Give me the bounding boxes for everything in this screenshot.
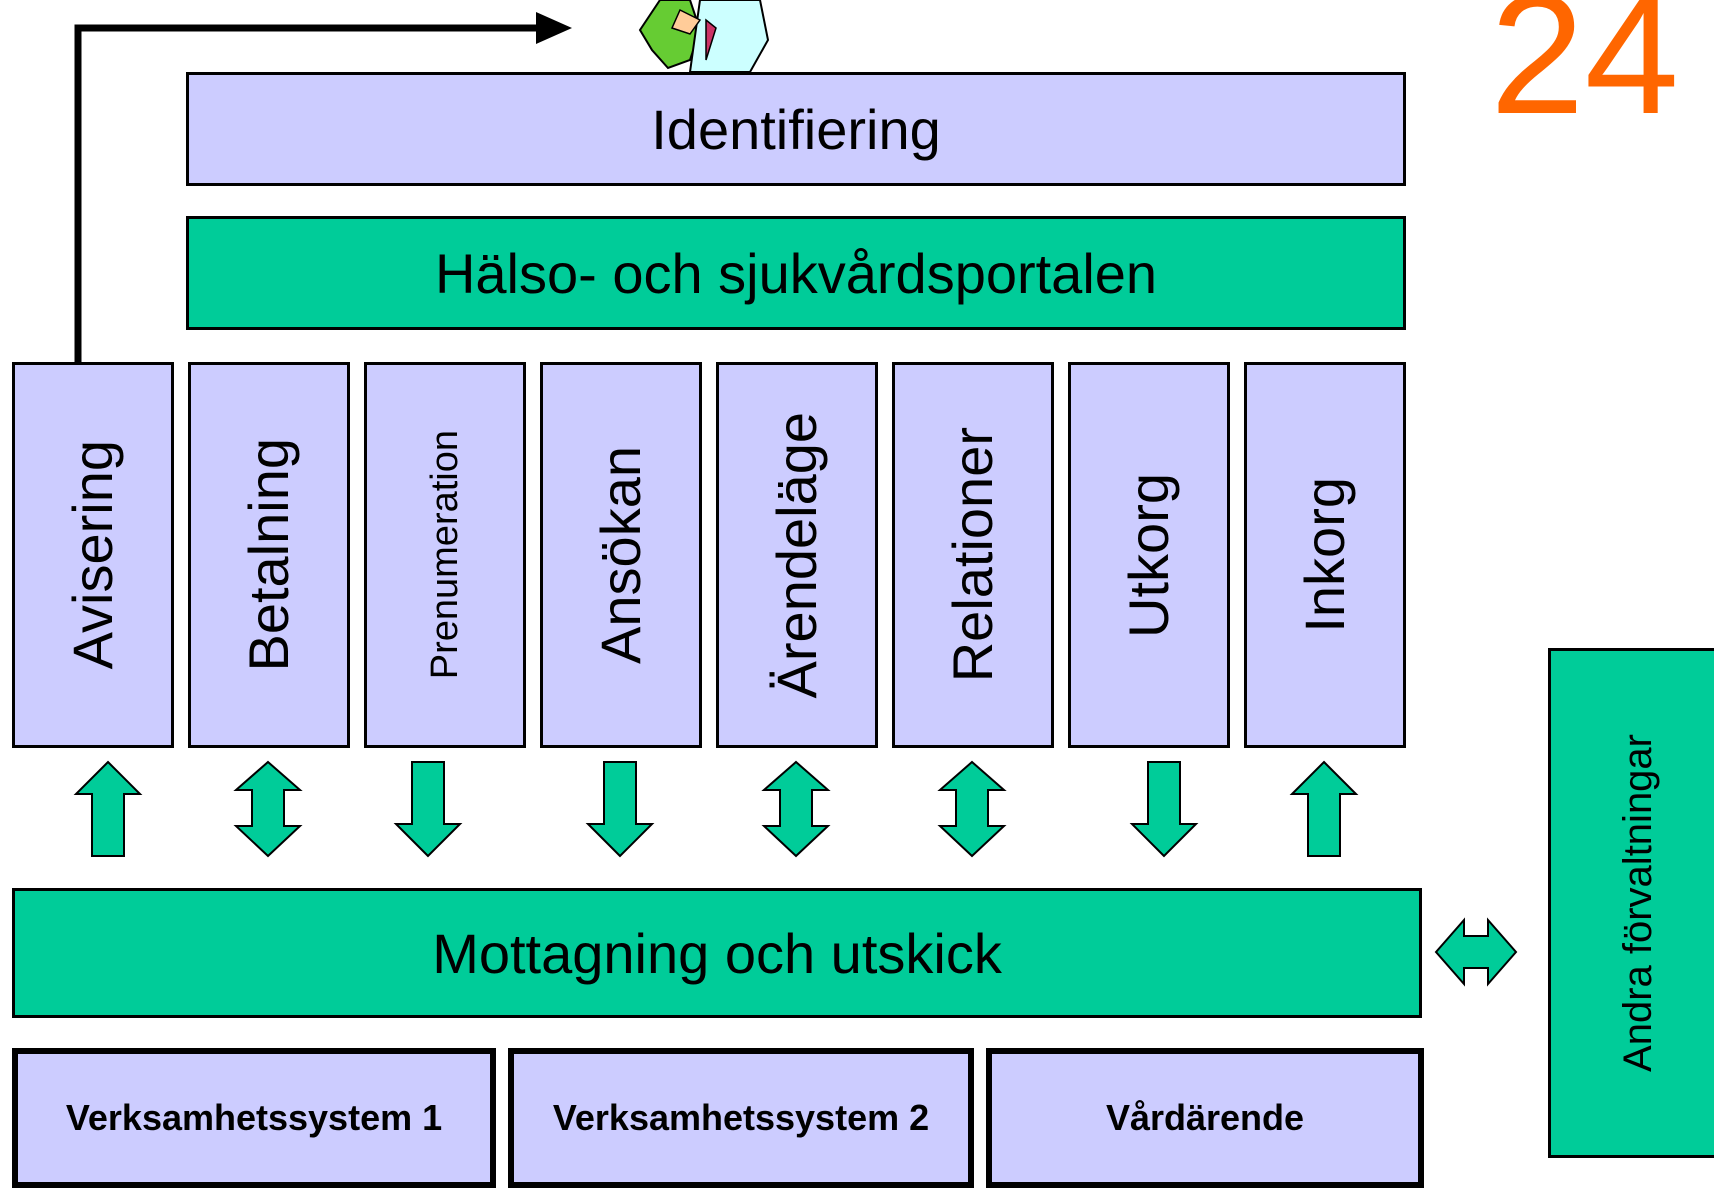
service-column-avisering: Avisering xyxy=(12,362,174,748)
flow-arrow-up-icon xyxy=(73,760,143,857)
portal-layer: Hälso- och sjukvårdsportalen xyxy=(186,216,1406,330)
service-column-utkorg: Utkorg xyxy=(1068,362,1230,748)
system-box-2: Verksamhetssystem 2 xyxy=(508,1048,974,1188)
flow-arrow-down-icon xyxy=(393,761,463,858)
system-label-2: Verksamhetssystem 2 xyxy=(552,1097,930,1138)
service-column-prenumeration: Prenumeration xyxy=(364,362,526,748)
system-label-1: Verksamhetssystem 1 xyxy=(65,1097,443,1138)
avisering-connector-line xyxy=(74,24,540,362)
system-label-vardarende: Vårdärende xyxy=(1105,1097,1305,1138)
hub-layer: Mottagning och utskick xyxy=(12,888,1422,1018)
flow-arrow-both-icon xyxy=(761,760,831,858)
portal-label: Hälso- och sjukvårdsportalen xyxy=(434,241,1158,305)
external-box: Andra förvaltningar xyxy=(1548,648,1714,1158)
service-column-inkorg: Inkorg xyxy=(1244,362,1406,748)
service-column-betalning: Betalning xyxy=(188,362,350,748)
flow-arrow-down-icon xyxy=(585,761,655,858)
flow-arrow-down-icon xyxy=(1129,761,1199,858)
person-holding-money-icon xyxy=(638,0,770,73)
flow-arrows xyxy=(73,760,1518,987)
flow-arrow-both-icon xyxy=(233,760,303,858)
flow-arrow-up-icon xyxy=(1289,760,1359,857)
page-number: 24 xyxy=(1490,0,1680,150)
hub-label: Mottagning och utskick xyxy=(432,921,1002,985)
connector-arrowhead-icon xyxy=(536,12,572,44)
service-column-ansokan: Ansökan xyxy=(540,362,702,748)
flow-arrow-horizontal-both-icon xyxy=(1434,917,1518,987)
flow-arrow-both-icon xyxy=(937,760,1007,858)
identification-layer: Identifiering xyxy=(186,72,1406,186)
system-box-1: Verksamhetssystem 1 xyxy=(12,1048,496,1188)
identification-label: Identifiering xyxy=(651,97,941,161)
service-column-arendelage: Ärendeläge xyxy=(716,362,878,748)
service-column-relationer: Relationer xyxy=(892,362,1054,748)
